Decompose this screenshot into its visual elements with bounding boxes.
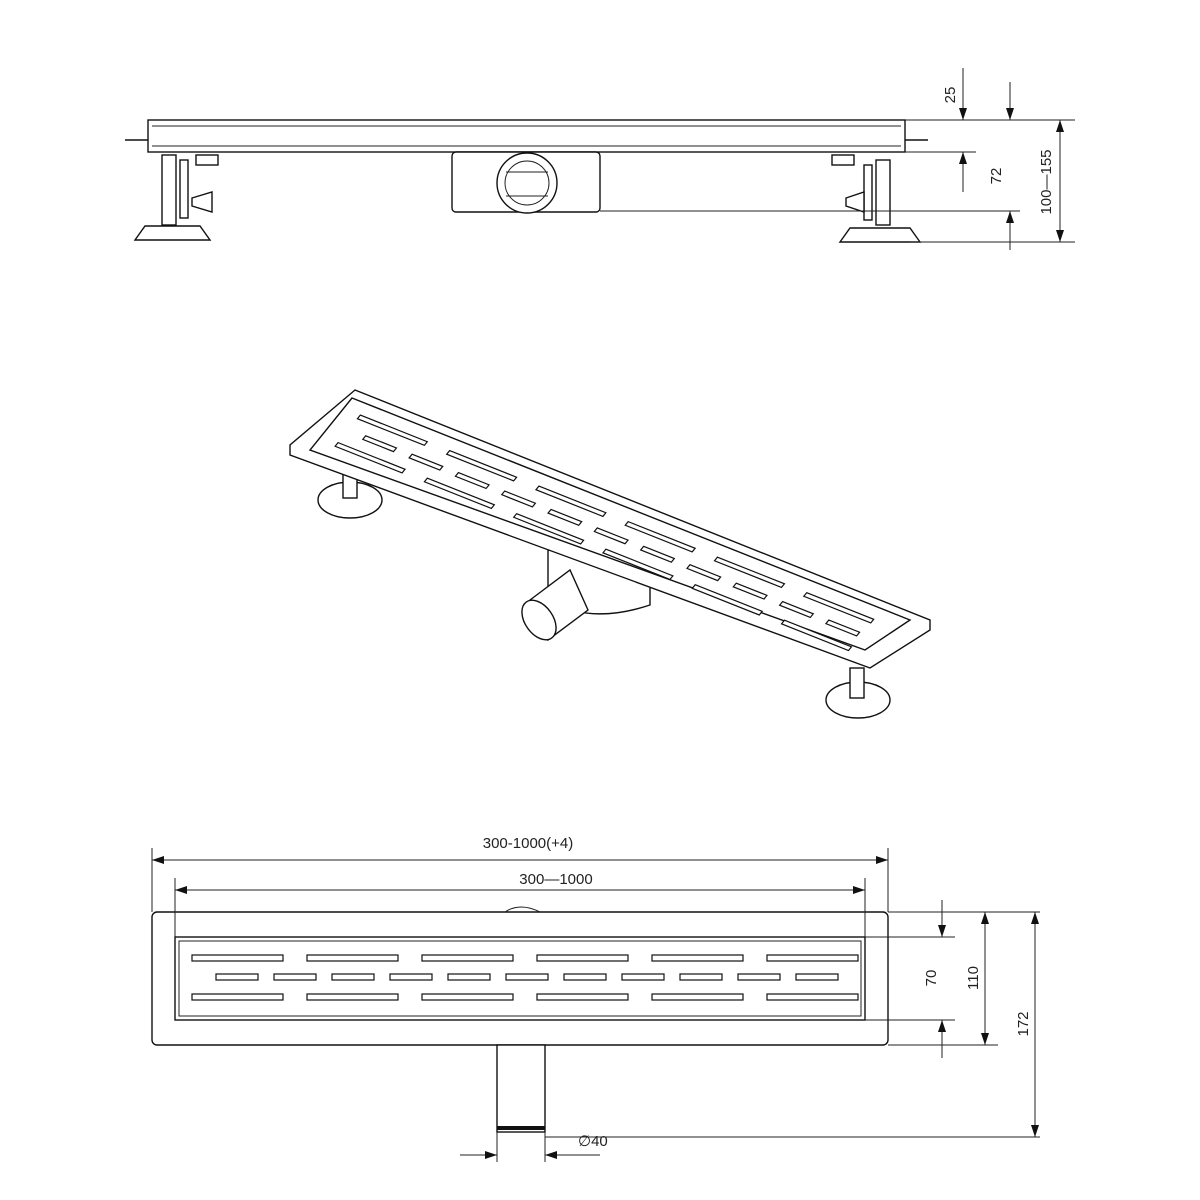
grate-slot — [423, 477, 496, 510]
grate-slot — [389, 973, 433, 981]
left-adjustable-foot — [133, 154, 219, 241]
grate-slot — [737, 973, 781, 981]
grate-slot — [408, 453, 444, 471]
dim-cover-height: 25 — [942, 87, 959, 104]
outlet-pipe — [496, 1044, 546, 1133]
side-view: 25 72 100—155 — [125, 68, 1075, 250]
grate-slot — [766, 954, 859, 962]
grate-slot — [421, 993, 514, 1001]
grate-slot — [778, 600, 815, 619]
dim-overall-length: 300-1000(+4) — [483, 835, 573, 852]
grate-slot — [621, 973, 665, 981]
grate-slot — [602, 548, 674, 581]
grate-slot — [547, 508, 583, 527]
grate-slot — [361, 435, 398, 453]
dim-body-width: 110 — [965, 966, 982, 990]
dim-body-height: 72 — [988, 168, 1005, 185]
grate-slot — [536, 993, 629, 1001]
grate-slot — [512, 512, 585, 545]
grate-slot — [306, 993, 399, 1001]
grate-slot — [802, 591, 875, 624]
grate-slot — [824, 619, 861, 637]
grate-slot — [780, 619, 853, 652]
grate-slot — [215, 973, 259, 981]
grate-slot — [331, 973, 375, 981]
grate-slot — [536, 954, 629, 962]
grate-slot — [795, 973, 839, 981]
isometric-view — [289, 389, 931, 719]
dim-grate-width: 70 — [923, 970, 940, 987]
grate-slot — [447, 973, 491, 981]
grate-slot — [651, 993, 744, 1001]
grate-slot — [691, 583, 764, 616]
grate-slot — [356, 414, 429, 447]
grate-slot — [679, 973, 723, 981]
grate-slot — [454, 471, 491, 490]
grate-slot — [686, 564, 722, 582]
grate-slot — [624, 520, 697, 553]
grate-slot — [593, 527, 629, 545]
grate-slot — [191, 993, 284, 1001]
dim-grate-length: 300—1000 — [519, 871, 592, 888]
outlet-pipe — [496, 152, 558, 214]
grate-slot — [639, 545, 676, 563]
grate-slot — [766, 993, 859, 1001]
right-adjustable-foot — [831, 154, 922, 243]
grate-slot — [273, 973, 317, 981]
grate-slot — [563, 973, 607, 981]
grate-slot — [505, 973, 549, 981]
dim-outlet-diameter: ∅40 — [578, 1133, 608, 1150]
grate-slot — [713, 556, 786, 589]
dim-total-width: 172 — [1015, 1011, 1032, 1036]
grate-slot — [306, 954, 399, 962]
grate-slot — [421, 954, 514, 962]
dim-total-height: 100—155 — [1038, 149, 1055, 214]
grate-slots — [191, 954, 859, 1001]
grate-slot — [651, 954, 744, 962]
grate-slot — [445, 449, 518, 482]
grate-slot — [732, 582, 768, 600]
top-view: 300-1000(+4) 300—1000 70 110 172 ∅40 — [151, 835, 1040, 1162]
cover-plate — [147, 119, 906, 153]
grate-slot — [500, 490, 537, 508]
grate-slot — [534, 485, 607, 518]
grate-slot — [334, 441, 407, 474]
grate-slot — [191, 954, 284, 962]
isometric-grate-slots — [334, 414, 875, 652]
